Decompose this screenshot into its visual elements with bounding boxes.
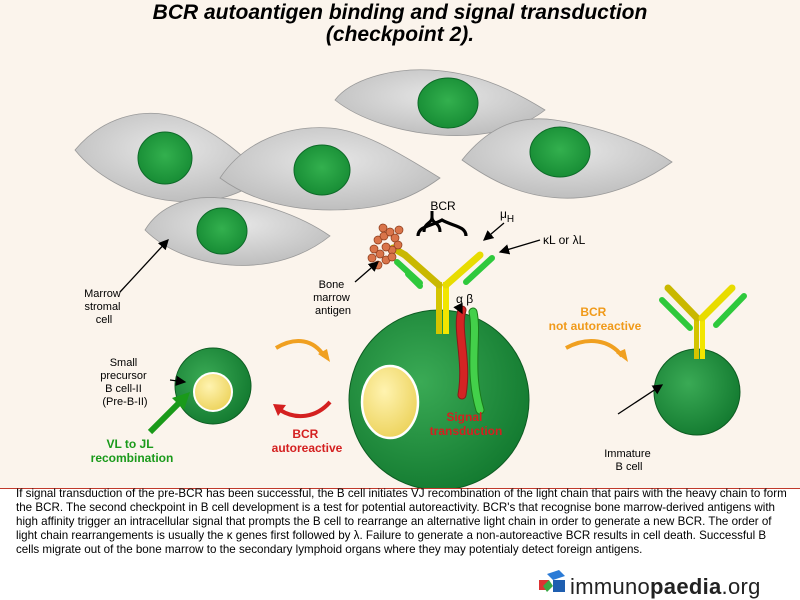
recombination-label: recombination [91, 451, 174, 465]
red-arrow-autoreactive [278, 400, 332, 419]
immunopaedia-logo: immunopaedia.org [570, 574, 761, 599]
orange-arrow-not-autoreactive [565, 339, 624, 358]
title-line-2: (checkpoint 2). [325, 23, 475, 46]
bone-marrow-antigen [367, 223, 404, 270]
alpha-beta-label: α β [456, 292, 473, 306]
kappa-lambda-label: κL or λL [543, 233, 586, 247]
pointer-arrows [119, 222, 664, 415]
bcr-receptor [389, 244, 495, 334]
signal-transduction-label: Signal transduction [430, 410, 503, 438]
small-precursor-cell [174, 347, 252, 425]
orange-arrow-to-bcr [274, 339, 326, 358]
stromal-cell [219, 127, 441, 211]
vl-jl-label: VL to JL [106, 437, 153, 451]
stromal-cell [144, 197, 331, 266]
immunopaedia-logo-icon [539, 570, 565, 592]
mu-h-label: μH [500, 207, 514, 225]
stromal-cell [461, 118, 673, 199]
immature-b-cell [653, 284, 747, 436]
stromal-cells [74, 69, 673, 266]
bcr-label: BCR [430, 199, 456, 213]
stromal-cell [74, 112, 263, 203]
marrow-stromal-label: Marrow stromal cell [84, 288, 124, 326]
small-precursor-label: Small precursor B cell-II (Pre-B-II) [100, 357, 150, 408]
bone-marrow-antigen-label: Bone marrow antigen [313, 279, 353, 317]
green-arrow-recombination [147, 397, 185, 435]
immature-b-cell-label: Immature B cell [604, 448, 654, 473]
bcr-not-autoreactive-label: BCR not autoreactive [549, 305, 642, 333]
central-b-cell [348, 305, 530, 488]
caption-divider [0, 488, 800, 489]
diagram: Marrow stromal cell Bone marrow antigen … [74, 69, 747, 488]
title-line-1: BCR autoantigen binding and signal trans… [152, 1, 648, 24]
caption-text: If signal transduction of the pre-BCR ha… [16, 487, 787, 557]
stromal-cell [334, 69, 546, 136]
bcr-autoreactive-label: BCR autoreactive [272, 427, 343, 455]
